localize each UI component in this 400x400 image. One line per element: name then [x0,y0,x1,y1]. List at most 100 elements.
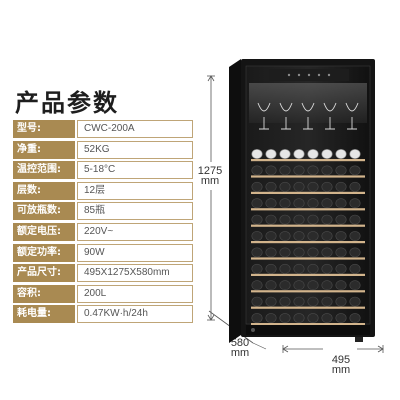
wine-bottle [321,280,333,291]
wine-bottle [335,165,347,176]
wine-bottle [265,181,277,192]
spec-label: 耗电量: [13,305,75,324]
wine-bottle [307,313,319,323]
depth-unit: mm [230,347,250,359]
spec-label: 净重: [13,140,75,159]
wine-bottle [265,214,277,225]
height-value: 1275 [197,165,223,177]
wine-bottle [251,214,263,225]
wine-bottle [349,214,361,225]
wine-bottle [293,231,305,241]
wine-shelves [251,149,365,326]
page-title: 产品参数 [15,89,119,117]
spec-row-bottle-capacity: 可放瓶数: 85瓶 [13,202,193,221]
wine-shelf [251,214,365,227]
wine-bottle [293,280,305,291]
spec-label: 可放瓶数: [13,202,75,221]
spec-label: 容积: [13,284,75,303]
wine-bottle [265,263,277,274]
wine-bottle [251,181,263,192]
wine-bottle [349,231,361,241]
depth-value: 580 [230,337,250,349]
spec-label: 型号: [13,120,75,138]
wine-bottle [251,165,263,176]
wine-bottle [279,263,291,274]
spec-value: 5-18°C [77,161,193,180]
wine-shelf [251,181,365,194]
wine-bottle [293,165,305,176]
wine-bottle [265,198,277,209]
wine-bottle [321,198,333,209]
depth-dimension-label: 580 mm [227,337,253,359]
wine-bottle [279,231,291,241]
spec-value: 85瓶 [77,202,193,221]
wine-shelf [251,263,365,276]
wine-bottle [349,313,361,323]
spec-row-net-weight: 净重: 52KG [13,140,193,159]
wine-shelf [251,247,365,260]
wine-bottle [293,263,305,274]
wine-glass-icon [301,102,315,130]
spec-value: 495X1275X580mm [77,264,193,283]
spec-row-rated-power: 额定功率: 90W [13,243,193,262]
spec-label: 层数: [13,181,75,200]
spec-value: 0.47KW·h/24h [77,305,193,324]
spec-row-temperature-range: 温控范围: 5-18°C [13,161,193,180]
cabinet-foot [355,337,363,342]
spec-row-volume: 容积: 200L [13,284,193,303]
height-dimension-label: 1275 mm [193,165,227,187]
spec-row-rated-voltage: 额定电压: 220V~ [13,222,193,241]
wine-bottle [335,149,347,159]
wine-bottle [265,280,277,291]
wine-bottle [335,263,347,274]
wine-bottle [307,198,319,209]
wine-cabinet-image [229,59,375,343]
spec-label: 额定功率: [13,243,75,262]
wine-bottle [251,149,263,159]
wine-bottle [265,149,277,159]
wine-bottle [265,313,277,323]
wine-bottle [335,181,347,192]
wine-bottle [251,198,263,209]
wine-bottle [349,181,361,192]
spec-table: 型号: CWC-200A 净重: 52KG 温控范围: 5-18°C 层数: 1… [13,120,193,326]
spec-value: 90W [77,243,193,262]
height-unit: mm [200,175,220,187]
wine-bottle [307,214,319,225]
wine-shelf [251,280,365,293]
wine-bottle [335,214,347,225]
wine-bottle [265,247,277,258]
spec-value: 220V~ [77,222,193,241]
wine-bottle [349,165,361,176]
spec-row-layers: 层数: 12层 [13,181,193,200]
wine-bottle [293,214,305,225]
wine-bottle [251,313,263,323]
wine-bottle [307,231,319,241]
wine-bottle [293,247,305,258]
wine-bottle [349,149,361,159]
wine-bottle [251,247,263,258]
wine-glass-icon [345,102,359,130]
wine-bottle [279,214,291,225]
wine-bottle [293,181,305,192]
wine-bottle [279,165,291,176]
wine-shelf [251,313,365,326]
spec-value: 52KG [77,140,193,159]
wine-glass-icon [279,102,293,130]
spec-value: 12层 [77,181,193,200]
width-dimension-label: 495 mm [328,355,354,376]
wine-bottle [293,198,305,209]
wine-bottle [307,149,319,159]
control-buttons [287,73,331,77]
wine-bottle [307,280,319,291]
wine-bottle [251,280,263,291]
wine-bottle [307,247,319,258]
wine-bottle [321,165,333,176]
wine-bottle [307,263,319,274]
wine-bottle [251,231,263,241]
wine-bottle [307,296,319,307]
wine-bottle [279,296,291,307]
wine-bottle [251,296,263,307]
wine-bottle [321,149,333,159]
